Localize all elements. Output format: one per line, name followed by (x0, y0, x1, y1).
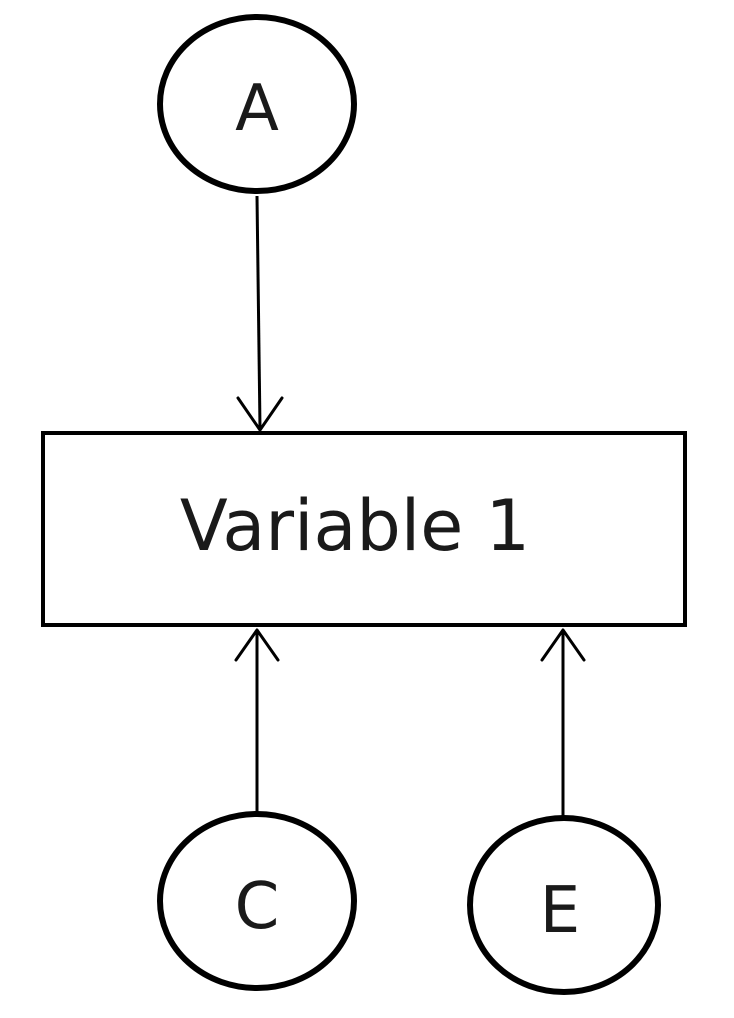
arrow-head-up-icon (540, 628, 586, 662)
node-a-ellipse (157, 14, 357, 194)
arrow-head-down-icon (236, 396, 284, 432)
node-c-label: C (235, 870, 280, 944)
variable-box-rect (41, 431, 687, 627)
edge-c-to-variable-1 (234, 628, 280, 818)
node-e: E (467, 815, 661, 995)
node-e-label: E (540, 874, 580, 948)
variable-box-label: Variable 1 (180, 485, 530, 567)
node-a-label: A (235, 72, 279, 146)
arrow-head-up-icon (234, 628, 280, 662)
node-c-ellipse (157, 811, 357, 991)
variable-box: Variable 1 (41, 431, 687, 627)
node-c: C (157, 811, 357, 991)
edge-a-to-variable-1 (236, 195, 284, 432)
edge-e-to-variable-1 (540, 628, 586, 822)
node-a: A (157, 14, 357, 194)
node-e-ellipse (467, 815, 661, 995)
edge-line-a (255, 195, 262, 429)
